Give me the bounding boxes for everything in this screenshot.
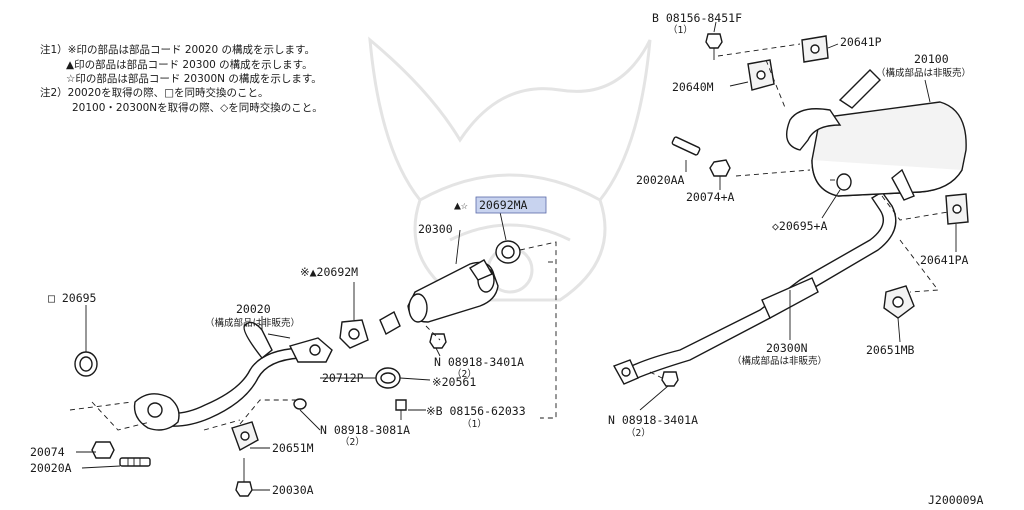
hanger-20651MB[interactable] (883, 285, 915, 319)
label-08918-3081A-qty: （2） (340, 436, 365, 448)
label-20651MB[interactable]: 20651MB (866, 343, 915, 357)
label-20300[interactable]: 20300 (418, 222, 453, 236)
nut-20074[interactable] (91, 441, 115, 459)
note-1: 注1）※印の部品は部品コード 20020 の構成を示します。 (40, 43, 315, 56)
note-3: ☆印の部品は部品コード 20300N の構成を示します。 (66, 72, 322, 85)
label-20074[interactable]: 20074 (30, 445, 65, 459)
nut-20074A[interactable] (709, 159, 731, 177)
label-20074A[interactable]: 20074+A (686, 190, 735, 204)
stud-20020AA[interactable] (671, 136, 701, 156)
gasket-20695[interactable] (74, 351, 98, 377)
assembly-lines (69, 43, 949, 431)
nut-08918-3401A-center[interactable] (429, 333, 447, 349)
note-5: 20100・20300Nを取得の際、◇を同時交換のこと。 (72, 101, 323, 114)
gasket-20692MA[interactable] (495, 240, 521, 264)
converter-20300[interactable] (379, 259, 499, 335)
label-08918-3401A-right[interactable]: N 08918-3401A (608, 413, 698, 427)
label-20641P[interactable]: 20641P (840, 35, 882, 49)
rubber-hanger-20640M[interactable] (747, 59, 775, 91)
label-20300N[interactable]: 20300N (766, 341, 808, 355)
note-4: 注2）20020を取得の際、□を同時交換のこと。 (40, 86, 269, 99)
label-20020A[interactable]: 20020A (30, 461, 72, 475)
label-20692M[interactable]: ※▲20692M (300, 265, 358, 279)
label-20651M[interactable]: 20651M (272, 441, 314, 455)
labels: ▲☆ 20692MA 20300 ※▲20692M □ 20695 20020 … (30, 11, 983, 507)
label-20030A[interactable]: 20030A (272, 483, 314, 497)
stud-20020A[interactable] (119, 457, 151, 467)
label-08156-8451F-qty: （1） (668, 24, 693, 36)
label-08918-3401A-right-qty: （2） (626, 427, 651, 439)
label-08918-3401A-center[interactable]: N 08918-3401A (434, 355, 524, 369)
note-2: ▲印の部品は部品コード 20300 の構成を示します。 (66, 58, 313, 71)
label-08918-3081A[interactable]: N 08918-3081A (320, 423, 410, 437)
label-08156-62033[interactable]: ※B 08156-62033 (426, 404, 526, 418)
label-20640M[interactable]: 20640M (672, 80, 714, 94)
label-20300N-sub: （構成部品は非販売） (732, 355, 827, 367)
label-20100[interactable]: 20100 (914, 52, 949, 66)
hanger-20651M[interactable] (231, 421, 259, 452)
label-20020[interactable]: 20020 (236, 302, 271, 316)
label-08156-8451F[interactable]: B 08156-8451F (652, 11, 742, 25)
gasket-20695A[interactable] (836, 173, 852, 191)
label-20695A[interactable]: ◇20695+A (772, 219, 827, 233)
highlight-20692MA (475, 196, 547, 214)
label-20020-sub: （構成部品は非販売） (205, 317, 300, 329)
rubber-hanger-20641P[interactable] (801, 35, 829, 63)
label-20561[interactable]: ※20561 (432, 375, 476, 389)
bolt-08156-62033[interactable] (395, 399, 407, 420)
muffler-20100[interactable] (786, 69, 967, 201)
bolt-08156-8451F[interactable] (705, 33, 723, 60)
label-20692MA-mark: ▲☆ (454, 198, 468, 212)
label-20695[interactable]: □ 20695 (48, 291, 96, 305)
clamp-20712P[interactable] (375, 367, 401, 389)
label-08156-62033-qty: （1） (462, 418, 487, 430)
rubber-hanger-20641PA[interactable] (945, 193, 969, 225)
notes-block: 注1）※印の部品は部品コード 20020 の構成を示します。 ▲印の部品は部品コ… (40, 43, 323, 114)
nut-08918-3401A-right[interactable] (661, 371, 679, 387)
label-20712P[interactable]: 20712P (322, 371, 364, 385)
label-08918-3401A-center-qty: （2） (452, 368, 477, 380)
label-20641PA[interactable]: 20641PA (920, 253, 969, 267)
bolt-20030A[interactable] (235, 458, 253, 497)
bolt-08918-3081A[interactable] (293, 398, 307, 410)
diagram-code: J200009A (928, 493, 983, 507)
label-20020AA[interactable]: 20020AA (636, 173, 685, 187)
front-pipe-20020[interactable] (133, 321, 333, 431)
label-20692MA[interactable]: 20692MA (479, 198, 528, 212)
leader-lines (76, 21, 957, 491)
gasket-20692M[interactable] (339, 319, 369, 349)
label-20100-sub: （構成部品は非販売） (876, 67, 971, 79)
